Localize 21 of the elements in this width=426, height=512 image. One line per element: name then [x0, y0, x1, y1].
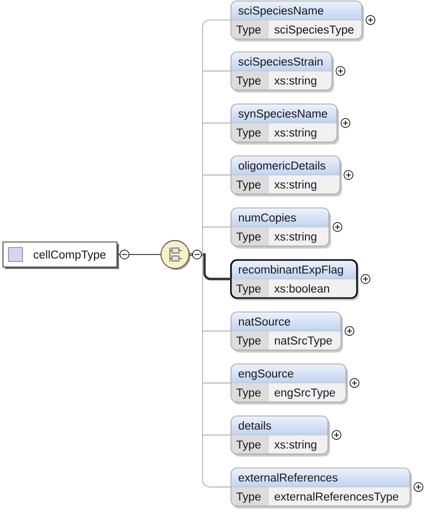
type-value: xs:string — [268, 435, 328, 454]
type-value: externalReferencesType — [268, 487, 410, 506]
type-value: sciSpeciesType — [268, 20, 362, 39]
type-value: xs:string — [268, 71, 332, 90]
type-value: xs:string — [268, 175, 340, 194]
type-label: Type — [231, 487, 268, 506]
type-label: Type — [231, 227, 268, 246]
type-label: Type — [231, 383, 268, 402]
type-value: xs:string — [268, 123, 337, 142]
type-value: xs:boolean — [268, 279, 356, 298]
type-label: Type — [231, 435, 268, 454]
type-label: Type — [231, 20, 268, 39]
compositor-symbol — [160, 240, 190, 270]
type-value: xs:string — [268, 227, 329, 246]
type-label: Type — [232, 279, 268, 298]
type-value: engSrcType — [268, 383, 346, 402]
type-label: Type — [231, 123, 268, 142]
type-label: Type — [231, 71, 268, 90]
type-label: Type — [231, 175, 268, 194]
type-value: natSrcType — [268, 331, 341, 350]
type-label: Type — [231, 331, 268, 350]
